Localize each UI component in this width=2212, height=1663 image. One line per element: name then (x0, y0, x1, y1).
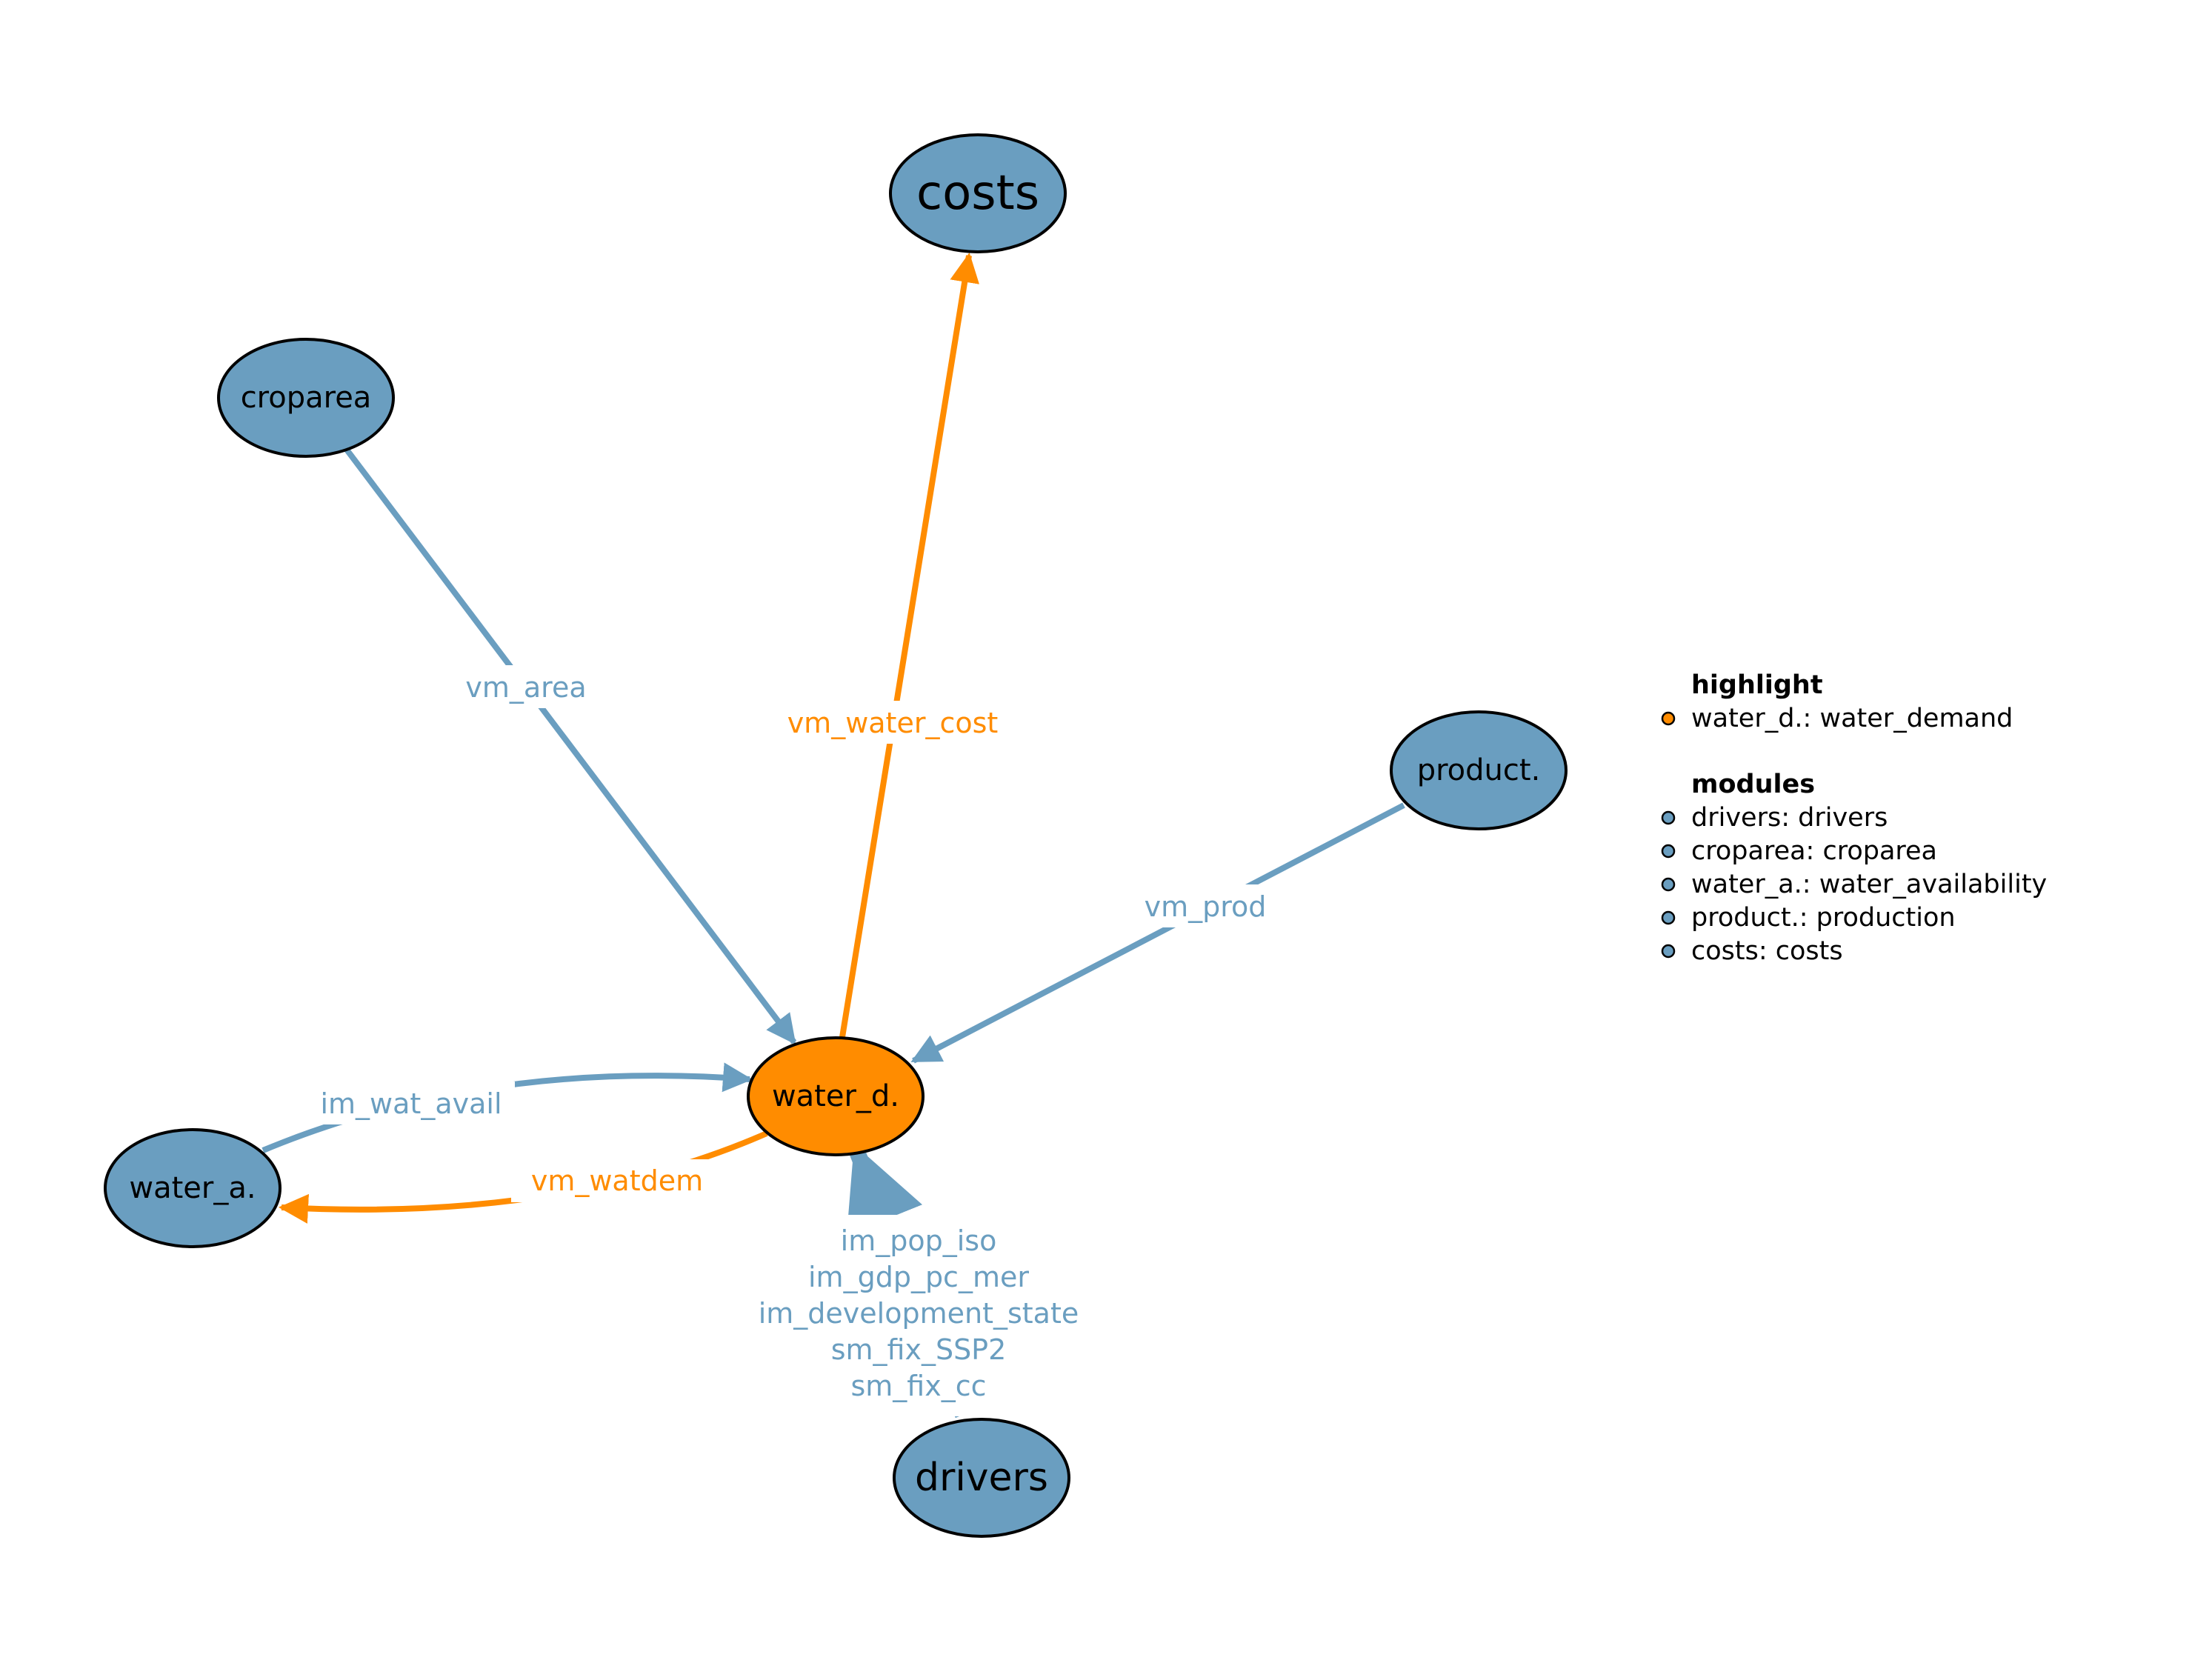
legend-marker-highlight (1661, 711, 1676, 726)
node-label: costs (916, 166, 1039, 221)
node-label: water_a. (129, 1171, 256, 1205)
legend-item-module: drivers: drivers (1691, 803, 1888, 833)
node-label: product. (1417, 753, 1541, 787)
edge-label-vm-area: vm_area (465, 671, 586, 704)
edge-label-drivers-var: im_development_state (759, 1297, 1079, 1330)
edge-label-drivers-var: sm_fix_SSP2 (831, 1333, 1007, 1366)
edge-label-vm-watdem: vm_watdem (531, 1164, 703, 1197)
node-label: croparea (241, 381, 372, 415)
legend-marker-module (1661, 944, 1676, 959)
legend-marker-module (1661, 877, 1676, 892)
legend-item-highlight: water_d.: water_demand (1691, 704, 2013, 733)
legend-item-module: croparea: croparea (1691, 836, 1937, 866)
edge-label-vm-prod: vm_prod (1145, 890, 1267, 923)
legend-item-module: water_a.: water_availability (1691, 870, 2047, 899)
edge-labels: vm_area vm_water_cost vm_prod im_wat_ava… (320, 671, 1266, 1402)
edge-croparea-to-water-d (344, 447, 797, 1045)
nodes: costs croparea product. water_d. water_a… (104, 133, 1568, 1538)
edge-label-im-wat-avail: im_wat_avail (320, 1087, 502, 1120)
legend-marker-module (1661, 844, 1676, 859)
node-drivers[interactable]: drivers (893, 1418, 1070, 1538)
node-costs[interactable]: costs (889, 133, 1067, 253)
edge-water-d-to-costs (839, 253, 979, 1038)
legend-item-module: product.: production (1691, 903, 1956, 933)
legend-item-module: costs: costs (1691, 936, 1843, 966)
node-label: water_d. (772, 1079, 899, 1113)
legend-modules-title: modules (1691, 770, 1815, 799)
edge-label-drivers-var: im_gdp_pc_mer (808, 1261, 1029, 1293)
node-water-d[interactable]: water_d. (747, 1036, 925, 1156)
legend-highlight-title: highlight (1691, 670, 1823, 700)
edge-product-to-water-d (910, 802, 1405, 1064)
node-product[interactable]: product. (1390, 710, 1568, 830)
legend: highlight water_d.: water_demand modules… (1661, 670, 2047, 966)
legend-marker-module (1661, 910, 1676, 925)
edge-label-backgrounds (300, 665, 1282, 1416)
edge-label-drivers-var: im_pop_iso (841, 1224, 997, 1257)
node-label: drivers (915, 1456, 1048, 1500)
edge-label-drivers-var: sm_fix_cc (850, 1370, 986, 1402)
edge-label-vm-water-cost: vm_water_cost (787, 707, 999, 739)
node-water-a[interactable]: water_a. (104, 1128, 282, 1248)
node-croparea[interactable]: croparea (217, 338, 395, 458)
legend-marker-module (1661, 810, 1676, 825)
